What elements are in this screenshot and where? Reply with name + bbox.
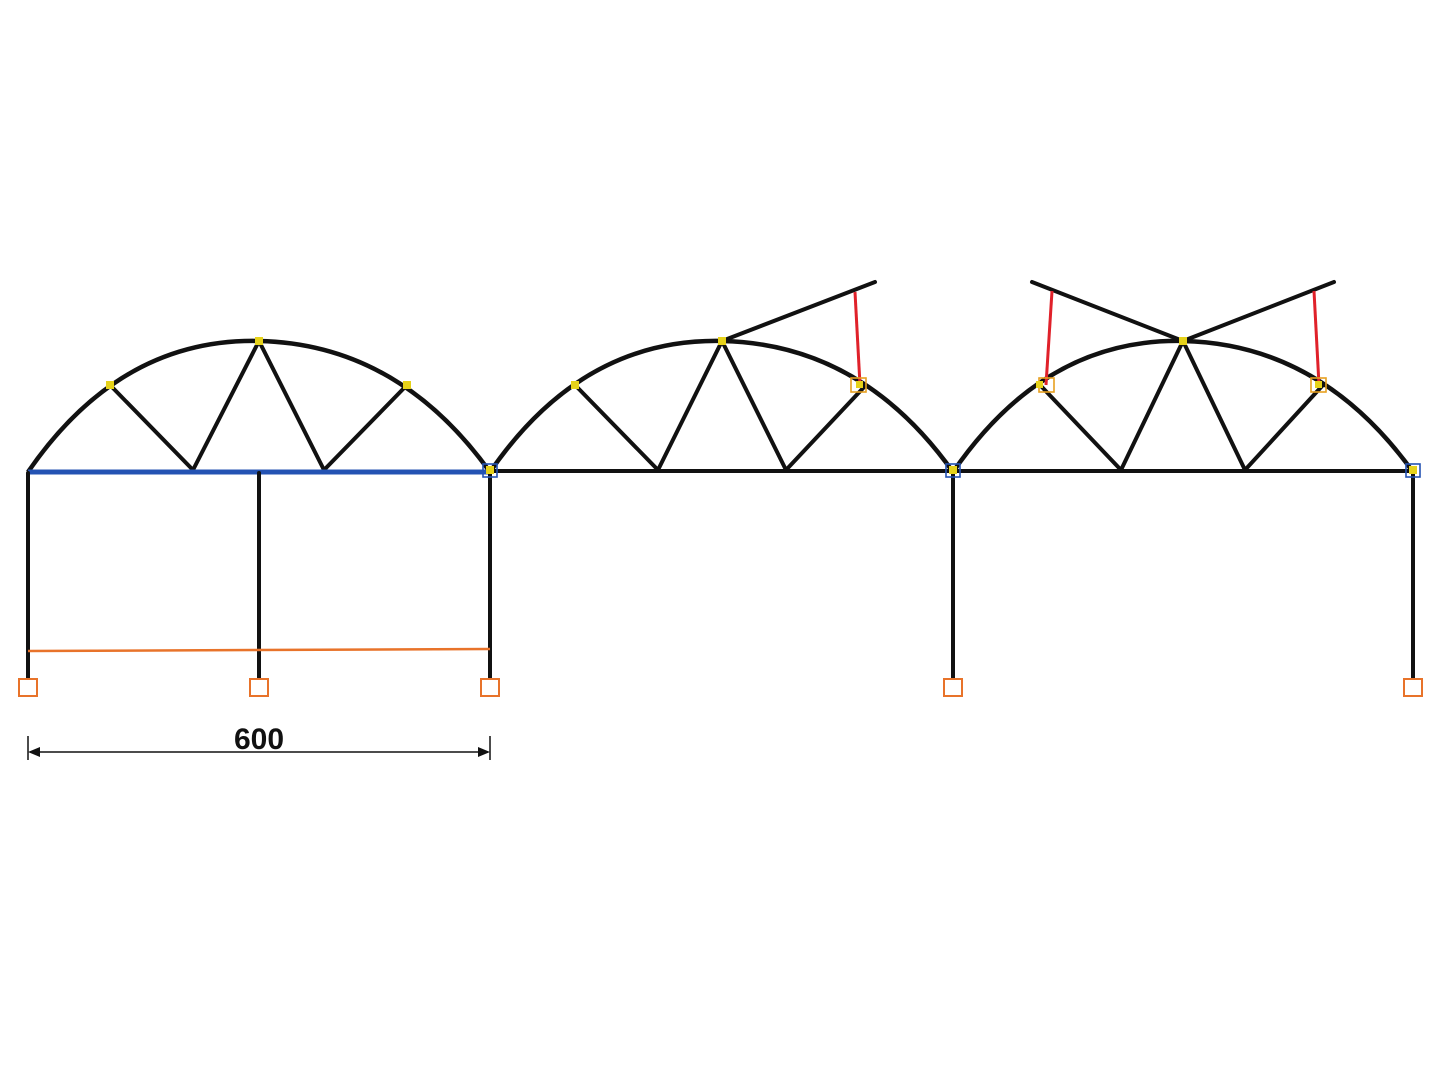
arch-top-chord-2 — [488, 338, 955, 474]
roof-extension-rafter — [720, 280, 877, 343]
joint-box[interactable] — [1405, 463, 1421, 478]
web-member — [1119, 339, 1185, 472]
span-dimension: 600 — [27, 723, 491, 760]
joint-box[interactable] — [1310, 377, 1327, 393]
web-member — [573, 383, 660, 472]
arch-truss-3 — [951, 280, 1415, 474]
vertical-brace — [1312, 290, 1321, 386]
joint-box[interactable] — [482, 463, 498, 478]
support-node[interactable] — [18, 678, 38, 697]
arch-top-chord-3 — [951, 338, 1415, 474]
columns — [26, 471, 1415, 681]
arch-top-chord-1 — [26, 338, 492, 474]
web-member — [1038, 383, 1123, 472]
web-member — [322, 383, 409, 472]
node[interactable] — [949, 466, 957, 474]
node[interactable] — [1179, 337, 1187, 345]
node[interactable] — [403, 381, 411, 389]
web-member — [257, 339, 326, 472]
dimension-arrow-right — [478, 747, 490, 757]
web-member — [720, 339, 788, 472]
arch-truss-2 — [488, 280, 955, 474]
node[interactable] — [106, 381, 114, 389]
node[interactable] — [1315, 381, 1322, 388]
web-member — [191, 339, 261, 472]
web-member — [108, 383, 195, 472]
vertical-brace — [853, 291, 862, 386]
vertical-brace — [1044, 290, 1054, 386]
nodes — [106, 337, 1417, 474]
web-member — [784, 383, 868, 472]
node[interactable] — [718, 337, 726, 345]
node[interactable] — [571, 381, 579, 389]
node[interactable] — [856, 381, 863, 388]
support-node[interactable] — [943, 678, 963, 697]
support-node[interactable] — [249, 678, 269, 697]
web-member — [1243, 383, 1325, 472]
roof-extension-rafter-left — [1030, 280, 1185, 343]
tie-line[interactable] — [27, 647, 491, 653]
support-node[interactable] — [480, 678, 500, 697]
node[interactable] — [1409, 466, 1417, 474]
arch-truss-1 — [26, 338, 492, 475]
node[interactable] — [1036, 381, 1043, 388]
web-member — [656, 339, 724, 472]
dimension-label: 600 — [234, 723, 284, 756]
node[interactable] — [255, 337, 263, 345]
joint-box[interactable] — [945, 463, 961, 478]
joint-markers — [482, 377, 1421, 478]
node[interactable] — [486, 466, 494, 474]
dimension-arrow-left — [28, 747, 40, 757]
support-node[interactable] — [1403, 678, 1423, 697]
supports — [18, 678, 1423, 697]
joint-box[interactable] — [850, 377, 867, 393]
roof-extension-rafter-right — [1181, 280, 1336, 343]
web-member — [1181, 339, 1247, 472]
